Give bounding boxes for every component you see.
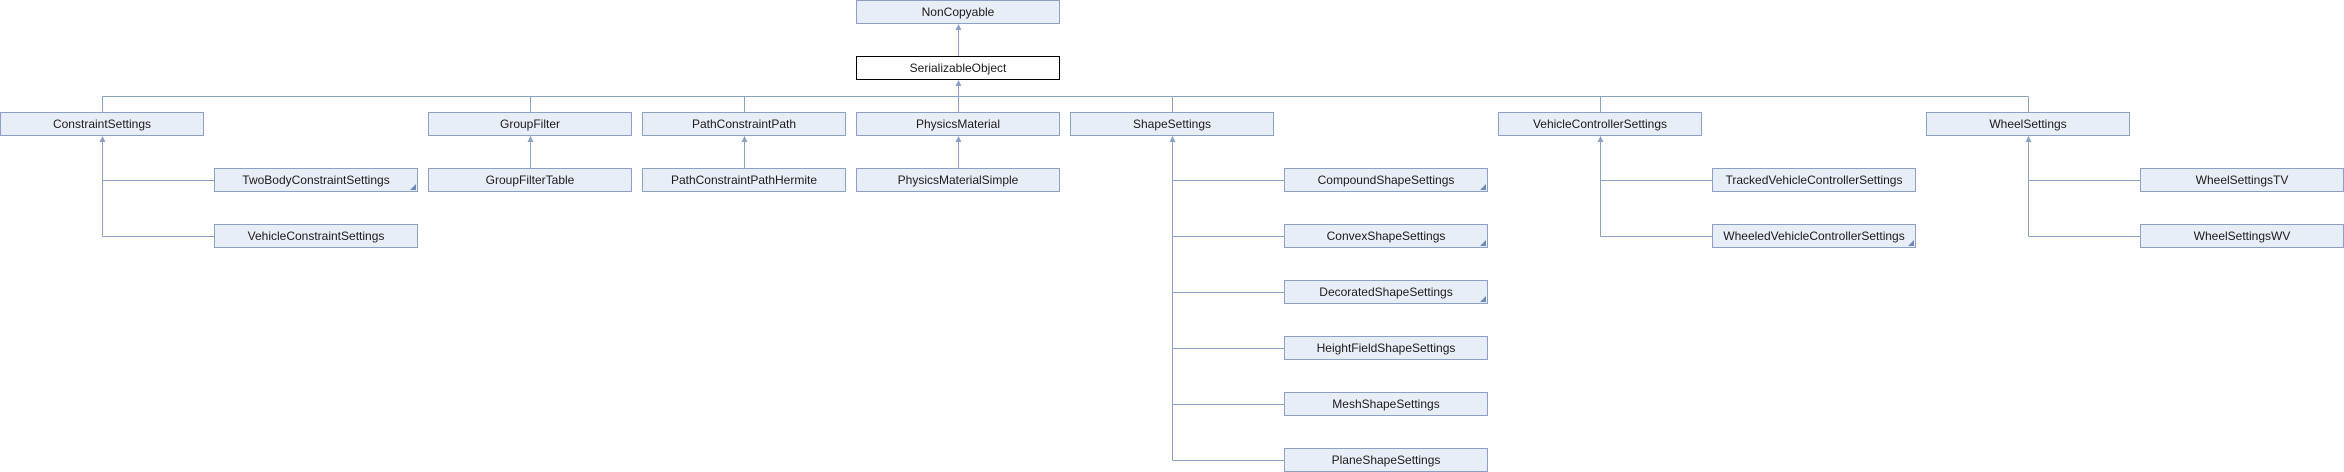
node-constraintsettings[interactable]: ConstraintSettings bbox=[0, 112, 204, 136]
node-planeshapesettings[interactable]: PlaneShapeSettings bbox=[1284, 448, 1488, 472]
node-wheelsettings[interactable]: WheelSettings bbox=[1926, 112, 2130, 136]
inheritance-arrowhead bbox=[2025, 136, 2032, 142]
node-groupfilter[interactable]: GroupFilter bbox=[428, 112, 632, 136]
inheritance-arrowhead bbox=[955, 136, 962, 142]
inheritance-arrowhead bbox=[527, 136, 534, 142]
node-wheelsettingstv[interactable]: WheelSettingsTV bbox=[2140, 168, 2344, 192]
inheritance-arrowhead bbox=[955, 80, 962, 86]
node-groupfiltertable[interactable]: GroupFilterTable bbox=[428, 168, 632, 192]
node-convexshapesettings[interactable]: ConvexShapeSettings bbox=[1284, 224, 1488, 248]
node-decoratedshapesettings[interactable]: DecoratedShapeSettings bbox=[1284, 280, 1488, 304]
node-vehicleconstraintsettings[interactable]: VehicleConstraintSettings bbox=[214, 224, 418, 248]
node-physicsmaterialsimple[interactable]: PhysicsMaterialSimple bbox=[856, 168, 1060, 192]
node-meshshapesettings[interactable]: MeshShapeSettings bbox=[1284, 392, 1488, 416]
node-shapesettings[interactable]: ShapeSettings bbox=[1070, 112, 1274, 136]
node-twobodyconstraintsettings[interactable]: TwoBodyConstraintSettings bbox=[214, 168, 418, 192]
node-noncopyable[interactable]: NonCopyable bbox=[856, 0, 1060, 24]
node-pathconstraintpathhermite[interactable]: PathConstraintPathHermite bbox=[642, 168, 846, 192]
inheritance-arrowhead bbox=[955, 24, 962, 30]
node-trackedvehiclecontrollersettings[interactable]: TrackedVehicleControllerSettings bbox=[1712, 168, 1916, 192]
node-serializableobject: SerializableObject bbox=[856, 56, 1060, 80]
inheritance-arrowhead bbox=[99, 136, 106, 142]
node-pathconstraintpath[interactable]: PathConstraintPath bbox=[642, 112, 846, 136]
inheritance-arrowhead bbox=[1169, 136, 1176, 142]
node-physicsmaterial[interactable]: PhysicsMaterial bbox=[856, 112, 1060, 136]
node-wheelsettingswv[interactable]: WheelSettingsWV bbox=[2140, 224, 2344, 248]
node-compoundshapesettings[interactable]: CompoundShapeSettings bbox=[1284, 168, 1488, 192]
node-wheeledvehiclecontrollersettings[interactable]: WheeledVehicleControllerSettings bbox=[1712, 224, 1916, 248]
inheritance-arrowhead bbox=[1597, 136, 1604, 142]
inheritance-arrowhead bbox=[741, 136, 748, 142]
node-vehiclecontrollersettings[interactable]: VehicleControllerSettings bbox=[1498, 112, 1702, 136]
node-heightfieldshapesettings[interactable]: HeightFieldShapeSettings bbox=[1284, 336, 1488, 360]
